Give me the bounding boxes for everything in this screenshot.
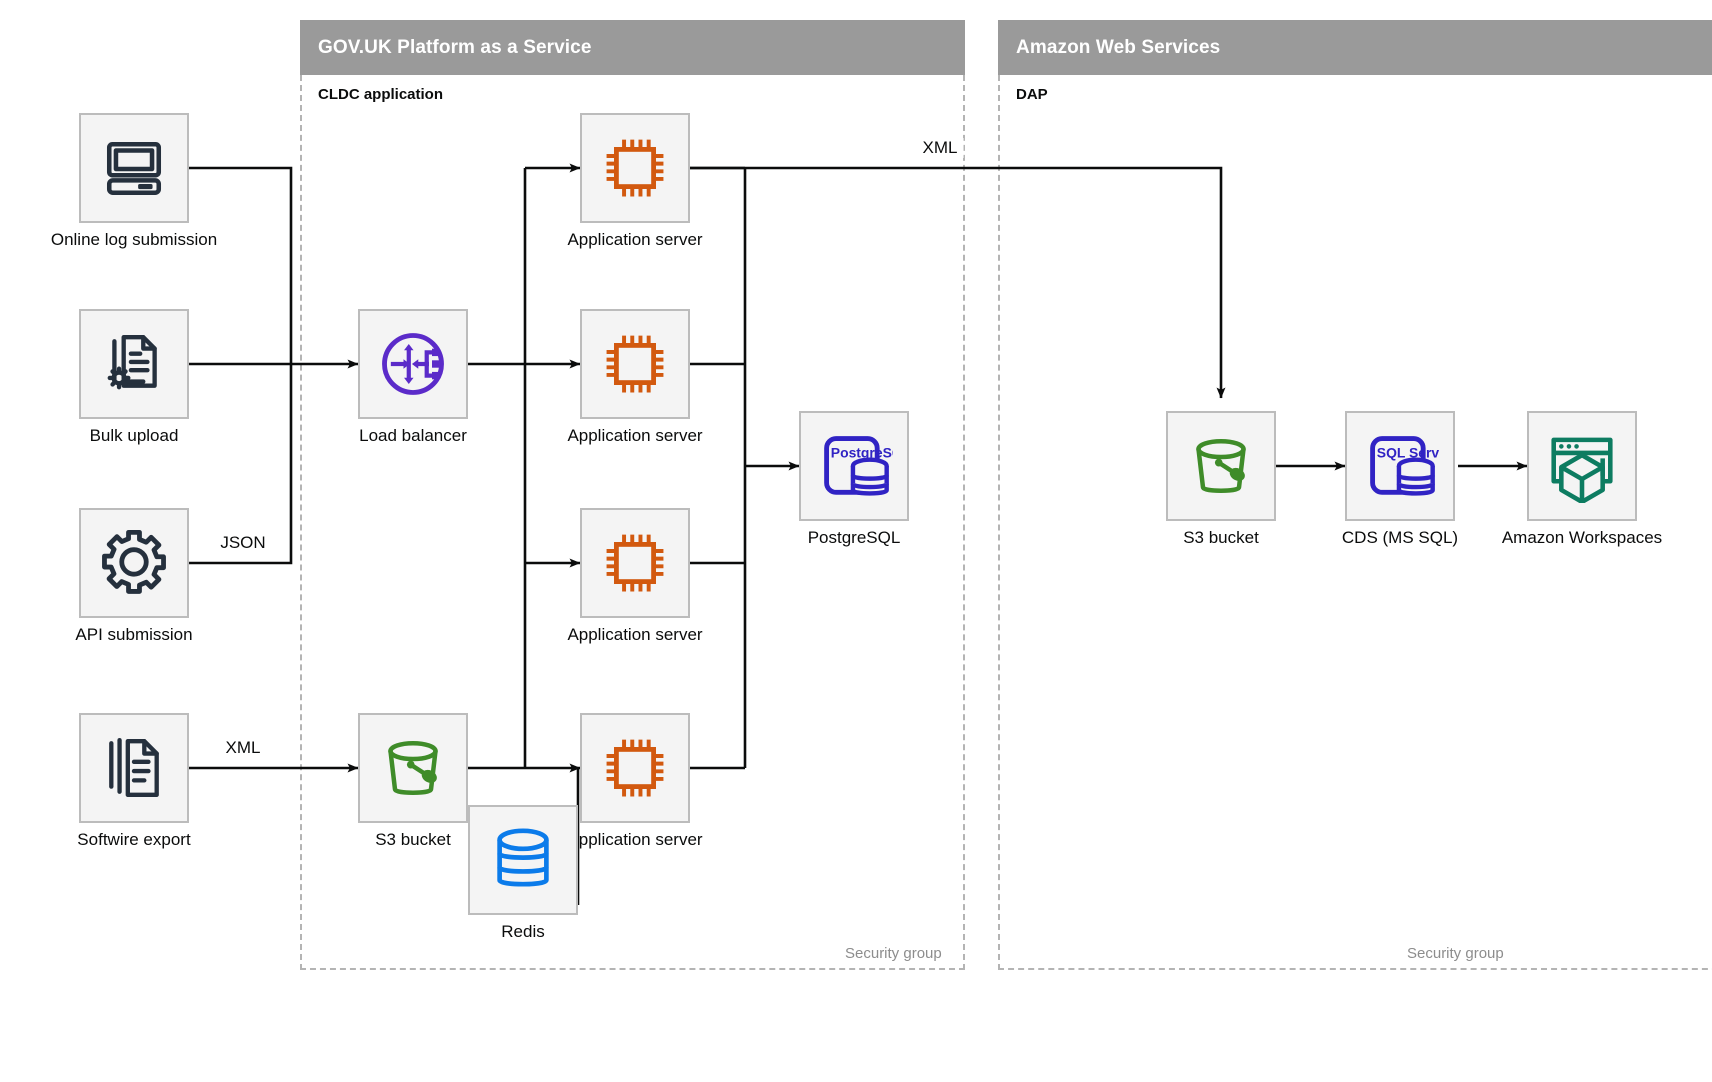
node-load-balancer[interactable] bbox=[358, 309, 468, 419]
cpu-chip-icon bbox=[606, 335, 664, 393]
zone-body-aws bbox=[998, 75, 1712, 970]
node-postgresql[interactable]: PostgreSQL bbox=[799, 411, 909, 521]
zone-header-paas: GOV.UK Platform as a Service bbox=[300, 20, 965, 75]
sql-server-icon: SQL Server bbox=[1370, 436, 1439, 496]
node-redis[interactable] bbox=[468, 805, 578, 915]
cpu-chip-icon bbox=[606, 534, 664, 592]
zone-footnote-security-group-paas: Security group bbox=[845, 945, 942, 962]
node-app-server-4[interactable] bbox=[580, 713, 690, 823]
edge-label-xml-export: XML bbox=[916, 138, 964, 158]
cpu-chip-icon bbox=[606, 139, 664, 197]
node-cds-ms-sql[interactable]: SQL Server bbox=[1345, 411, 1455, 521]
load-balancer-icon bbox=[382, 333, 444, 395]
zone-sublabel-cldc-application: CLDC application bbox=[318, 86, 444, 103]
node-app-server-3[interactable] bbox=[580, 508, 690, 618]
node-amazon-workspaces[interactable] bbox=[1527, 411, 1637, 521]
node-label-api-submission: API submission bbox=[75, 625, 193, 644]
node-label-online-log-submission: Online log submission bbox=[50, 230, 218, 249]
node-label-bulk-upload: Bulk upload bbox=[89, 426, 179, 445]
postgresql-badge-text: PostgreSQL bbox=[831, 445, 893, 461]
edge-label-json: JSON bbox=[214, 533, 272, 553]
node-label-amazon-workspaces: Amazon Workspaces bbox=[1501, 528, 1663, 547]
gear-icon bbox=[102, 529, 166, 594]
workspaces-cube-icon bbox=[1551, 437, 1613, 503]
node-label-postgresql: PostgreSQL bbox=[807, 528, 901, 547]
database-icon bbox=[497, 828, 549, 887]
bucket-icon bbox=[1196, 439, 1246, 493]
zone-title-aws: Amazon Web Services bbox=[1016, 36, 1221, 58]
bucket-icon bbox=[388, 741, 438, 795]
zone-header-aws: Amazon Web Services bbox=[998, 20, 1712, 75]
node-label-s3-bucket-aws: S3 bucket bbox=[1183, 528, 1259, 547]
node-softwire-export[interactable] bbox=[79, 713, 189, 823]
node-label-redis: Redis bbox=[501, 922, 545, 941]
node-label-softwire-export: Softwire export bbox=[77, 830, 191, 849]
edge-label-xml-softwire: XML bbox=[219, 738, 267, 758]
zone-sublabel-dap: DAP bbox=[1016, 86, 1048, 103]
node-label-app-server-2: Application server bbox=[567, 426, 703, 445]
node-online-log-submission[interactable] bbox=[79, 113, 189, 223]
zone-footnote-security-group-aws: Security group bbox=[1407, 945, 1504, 962]
node-app-server-2[interactable] bbox=[580, 309, 690, 419]
node-label-app-server-3: Application server bbox=[567, 625, 703, 644]
cpu-chip-icon bbox=[606, 739, 664, 797]
node-app-server-1[interactable] bbox=[580, 113, 690, 223]
sql-server-badge-text: SQL Server bbox=[1377, 445, 1439, 461]
documents-stack-icon bbox=[109, 737, 159, 797]
node-label-app-server-4: Application server bbox=[567, 830, 703, 849]
document-gear-icon bbox=[107, 335, 157, 390]
node-s3-bucket-aws[interactable] bbox=[1166, 411, 1276, 521]
postgresql-icon: PostgreSQL bbox=[824, 436, 893, 496]
node-label-load-balancer: Load balancer bbox=[359, 426, 467, 445]
zone-title-paas: GOV.UK Platform as a Service bbox=[318, 36, 592, 58]
node-s3-bucket-paas[interactable] bbox=[358, 713, 468, 823]
node-label-s3-bucket-paas: S3 bucket bbox=[375, 830, 451, 849]
zone-body-paas bbox=[300, 75, 965, 970]
node-api-submission[interactable] bbox=[79, 508, 189, 618]
node-label-app-server-1: Application server bbox=[567, 230, 703, 249]
node-bulk-upload[interactable] bbox=[79, 309, 189, 419]
node-label-cds-ms-sql: CDS (MS SQL) bbox=[1341, 528, 1459, 547]
desktop-computer-icon bbox=[106, 142, 162, 196]
